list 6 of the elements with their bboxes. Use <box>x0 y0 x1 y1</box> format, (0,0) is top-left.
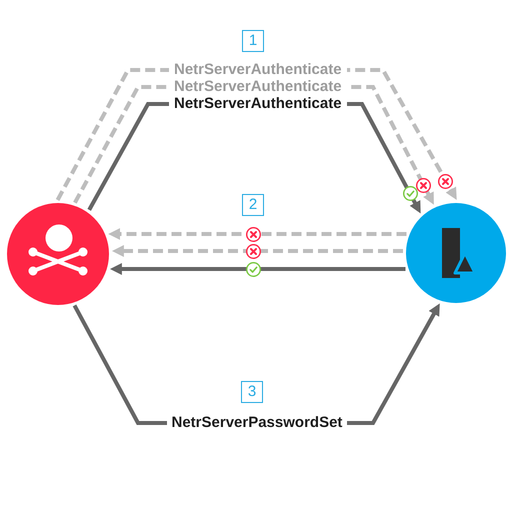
arrow <box>110 263 406 275</box>
dashed-arrow <box>112 245 403 257</box>
step-number: 2 <box>242 194 264 216</box>
dashed-arrow <box>108 228 406 240</box>
step-number: 1 <box>242 30 264 52</box>
step-number: 3 <box>241 381 263 403</box>
